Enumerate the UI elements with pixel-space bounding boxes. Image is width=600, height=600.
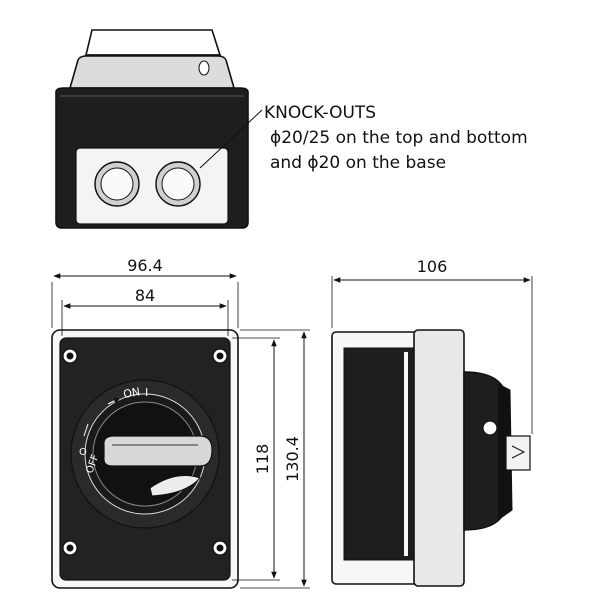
screw-bottom-right [212, 540, 228, 556]
on-label: ON [122, 385, 141, 401]
enclosure-lid-side [413, 329, 465, 587]
knockout-note-line2: and ϕ20 on the base [270, 153, 446, 173]
knockout-leader [199, 109, 263, 169]
on-symbol: I [145, 386, 148, 399]
lock-arrow-icon [83, 423, 89, 437]
top-view [55, 29, 263, 229]
screw-top-right [212, 348, 228, 364]
handle-shaft [505, 435, 531, 471]
lock-hole-side [482, 420, 498, 436]
dim-inner-height: 118 [232, 337, 280, 581]
svg-text:130.4: 130.4 [283, 436, 302, 482]
svg-text:118: 118 [253, 444, 272, 475]
svg-text:106: 106 [417, 257, 448, 276]
screw-bottom-left [62, 540, 78, 556]
svg-text:84: 84 [135, 286, 155, 305]
dim-inner-width: 84 [61, 286, 229, 336]
front-view: ON I OFF O [51, 329, 239, 589]
svg-text:96.4: 96.4 [127, 256, 163, 275]
knockout-title: KNOCK-OUTS [264, 103, 376, 123]
rotation-arrow-icon [107, 397, 121, 405]
dim-depth: 106 [331, 257, 533, 434]
dim-overall-height: 130.4 [240, 329, 310, 589]
off-symbol: O [79, 447, 87, 458]
dim-overall-width: 96.4 [51, 256, 239, 328]
screw-top-left [62, 348, 78, 364]
knockout-note-line1: ϕ20/25 on the top and bottom [270, 128, 528, 148]
lock-hole [198, 60, 210, 76]
switch-handle [103, 435, 213, 467]
side-view [331, 329, 531, 587]
